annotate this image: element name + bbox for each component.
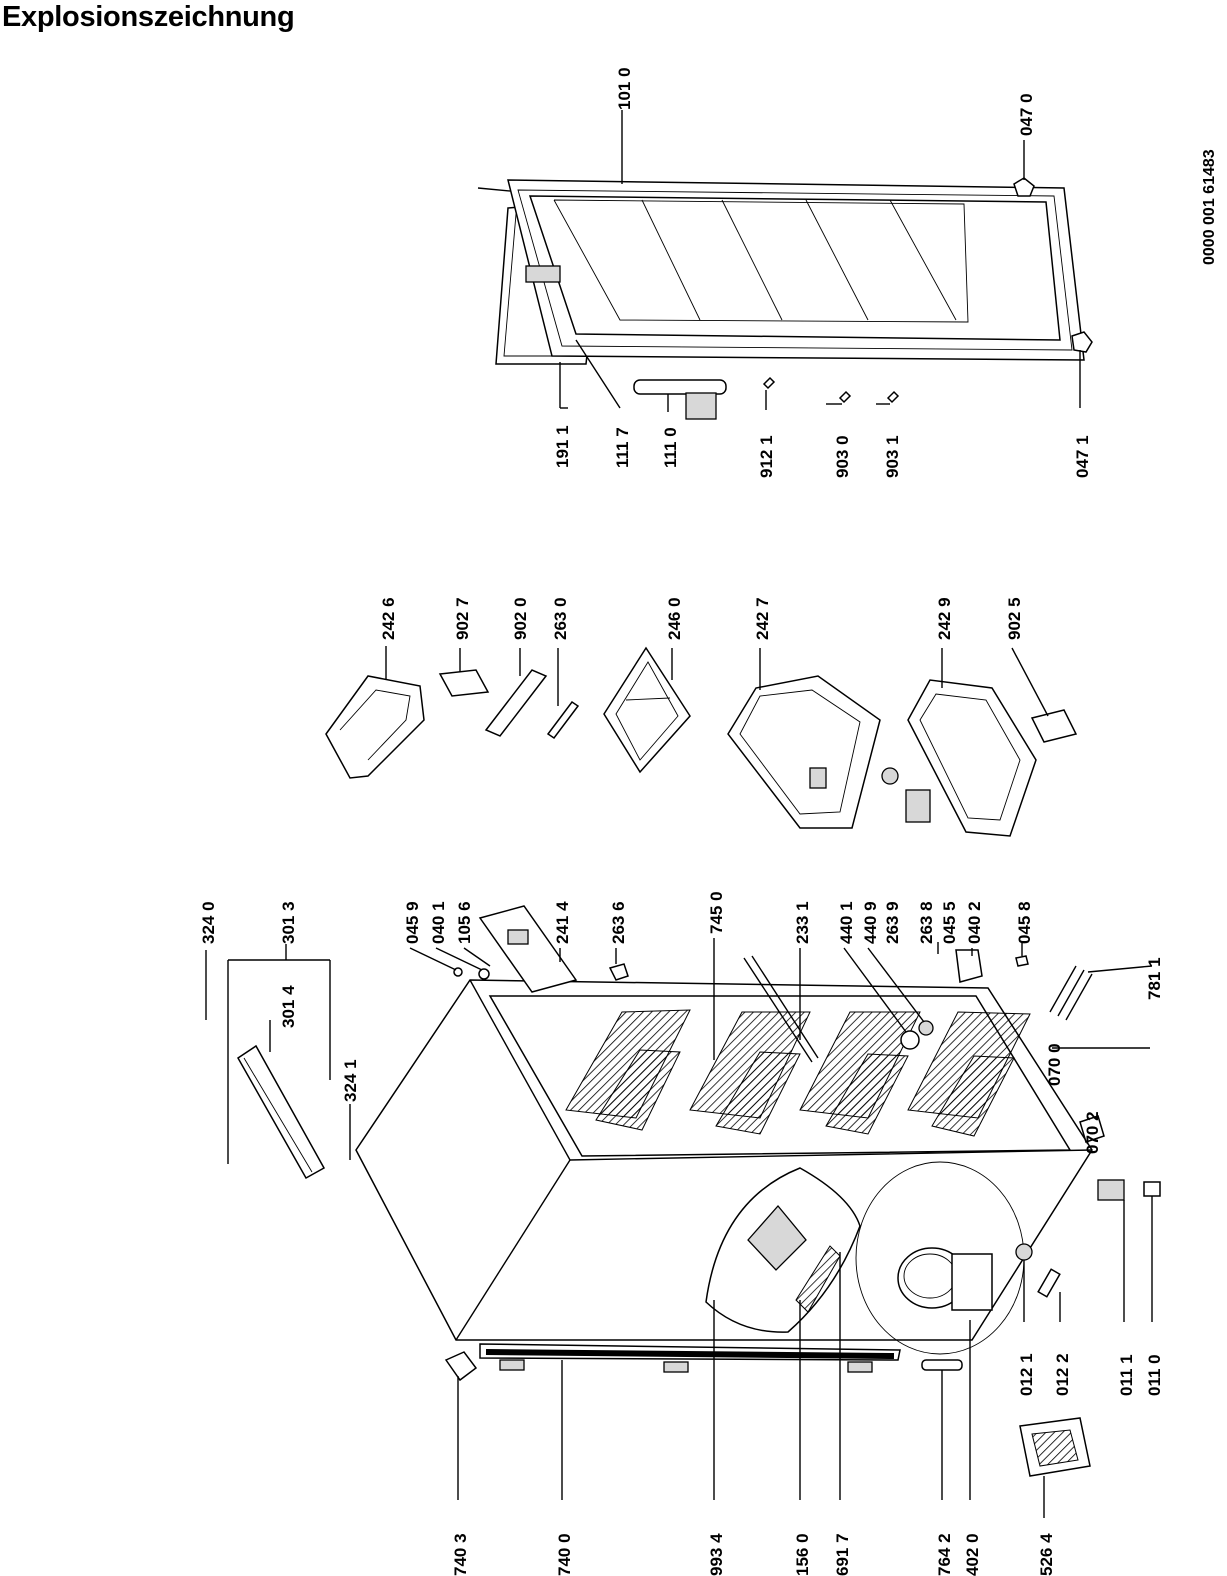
part-label-011-0: 011 0 <box>1145 1354 1164 1396</box>
hinge-cap-047-0-icon <box>1013 177 1035 197</box>
part-label-903-1: 903 1 <box>883 435 902 478</box>
cover-902-7 <box>438 669 490 697</box>
part-label-040-1: 040 1 <box>429 901 448 944</box>
door-assembly <box>477 110 1093 420</box>
part-label-993-4: 993 4 <box>707 1533 726 1576</box>
part-label-233-1: 233 1 <box>793 901 812 944</box>
top-trim-301-3 <box>237 1044 326 1180</box>
strip-263-0 <box>546 700 580 740</box>
part-label-045-9: 045 9 <box>403 901 422 944</box>
rail-902-0 <box>484 669 548 737</box>
lamp-040-1-icon <box>478 968 490 980</box>
relay-011-1 <box>1097 1179 1125 1201</box>
door-handle <box>525 265 561 283</box>
cap-740-3 <box>444 1351 478 1382</box>
drawer-242-6 <box>325 675 425 779</box>
page-title: Explosionszeichnung <box>2 1 295 33</box>
rail-233-1 <box>743 957 813 1063</box>
fan-cover-993-4 <box>705 1167 861 1333</box>
part-label-745-0: 745 0 <box>707 891 726 934</box>
part-label-070-2: 070 2 <box>1083 1111 1102 1154</box>
electronics-box-526-4 <box>1019 1417 1091 1477</box>
screw-912-icon <box>762 376 776 390</box>
part-label-012-2: 012 2 <box>1053 1353 1072 1396</box>
part-label-902-0: 902 0 <box>511 597 530 640</box>
part-label-111-7: 111 7 <box>613 427 632 468</box>
drawer-242-7 <box>727 675 881 829</box>
evaporator-grids <box>565 1009 1031 1137</box>
thermostat-263-8 <box>905 789 931 823</box>
upper-hinge <box>633 379 727 420</box>
part-label-903-0: 903 0 <box>833 435 852 478</box>
part-label-764-2: 764 2 <box>935 1533 954 1576</box>
part-label-012-1: 012 1 <box>1017 1353 1036 1396</box>
drawer-242-9 <box>907 679 1037 837</box>
part-label-011-1: 011 1 <box>1117 1354 1136 1396</box>
cabinet <box>205 905 1153 1341</box>
part-label-101-0: 101 0 <box>615 67 634 110</box>
clip-011-0 <box>1143 1181 1161 1197</box>
part-label-111-0: 111 0 <box>661 427 680 468</box>
grommet-012-1-icon <box>1015 1243 1033 1261</box>
hinge-040-2-icon <box>955 949 983 983</box>
compressor-402-0 <box>897 1247 993 1311</box>
part-label-156-0: 156 0 <box>793 1533 812 1576</box>
shelf-frame-246-0 <box>603 646 691 774</box>
part-label-263-0: 263 0 <box>551 597 570 640</box>
part-label-301-4: 301 4 <box>279 985 298 1028</box>
light-cover-241-4 <box>478 905 578 993</box>
part-label-070-0: 070 0 <box>1045 1043 1064 1086</box>
part-label-740-3: 740 3 <box>451 1533 470 1576</box>
clip-903-0-icon <box>838 390 852 404</box>
part-label-242-6: 242 6 <box>379 597 398 640</box>
part-label-263-6: 263 6 <box>609 901 628 944</box>
drain-tube-764-2 <box>921 1359 963 1371</box>
knob-263-9-icon <box>881 767 899 785</box>
part-label-324-0: 324 0 <box>199 901 218 944</box>
part-label-191-1: 191 1 <box>553 425 572 468</box>
part-label-242-9: 242 9 <box>935 597 954 640</box>
part-label-440-9: 440 9 <box>861 901 880 944</box>
part-label-105-6: 105 6 <box>455 901 474 944</box>
part-label-047-1: 047 1 <box>1073 435 1092 478</box>
drawers-and-shelves <box>325 646 1078 837</box>
part-labels: 101 0 047 0 191 1 111 7 111 0 912 1 903 0 903 1… <box>199 67 1164 1576</box>
part-label-045-8: 045 8 <box>1015 901 1034 944</box>
part-label-263-9: 263 9 <box>883 901 902 944</box>
part-label-691-7: 691 7 <box>833 1533 852 1576</box>
feet-781-1 <box>1049 965 1093 1021</box>
spacer-012-2 <box>1037 1268 1061 1298</box>
part-label-912-1: 912 1 <box>757 435 776 478</box>
part-label-045-5: 045 5 <box>940 901 959 944</box>
part-label-740-0: 740 0 <box>555 1533 574 1576</box>
part-label-902-5: 902 5 <box>1005 597 1024 640</box>
part-label-047-0: 047 0 <box>1017 93 1036 136</box>
plug-440-1-icon <box>900 1030 920 1050</box>
machine-compartment <box>444 1161 1161 1518</box>
cover-070-2 <box>1079 1115 1105 1143</box>
part-label-440-1: 440 1 <box>837 901 856 944</box>
part-label-402-0: 402 0 <box>963 1533 982 1576</box>
part-label-040-2: 040 2 <box>965 901 984 944</box>
part-label-526-4: 526 4 <box>1037 1533 1056 1576</box>
part-label-301-3: 301 3 <box>279 901 298 944</box>
part-label-242-7: 242 7 <box>753 597 772 640</box>
cover-902-5 <box>1030 709 1078 743</box>
part-label-246-0: 246 0 <box>665 597 684 640</box>
switch-263-6-icon <box>608 963 629 981</box>
part-label-324-1: 324 1 <box>341 1059 360 1102</box>
document-id: 0000 001 61483 <box>1201 149 1218 265</box>
door-inner-liner <box>528 195 1061 341</box>
clip-903-1-icon <box>886 390 900 404</box>
part-label-241-4: 241 4 <box>553 901 572 944</box>
hinge-cap-047-1-icon <box>1071 331 1093 353</box>
part-label-781-1: 781 1 <box>1145 957 1164 1000</box>
part-label-902-7: 902 7 <box>453 597 472 640</box>
screw-045-8-icon <box>1015 955 1029 967</box>
part-label-263-8: 263 8 <box>917 901 936 944</box>
plug-440-9-icon <box>918 1020 934 1036</box>
